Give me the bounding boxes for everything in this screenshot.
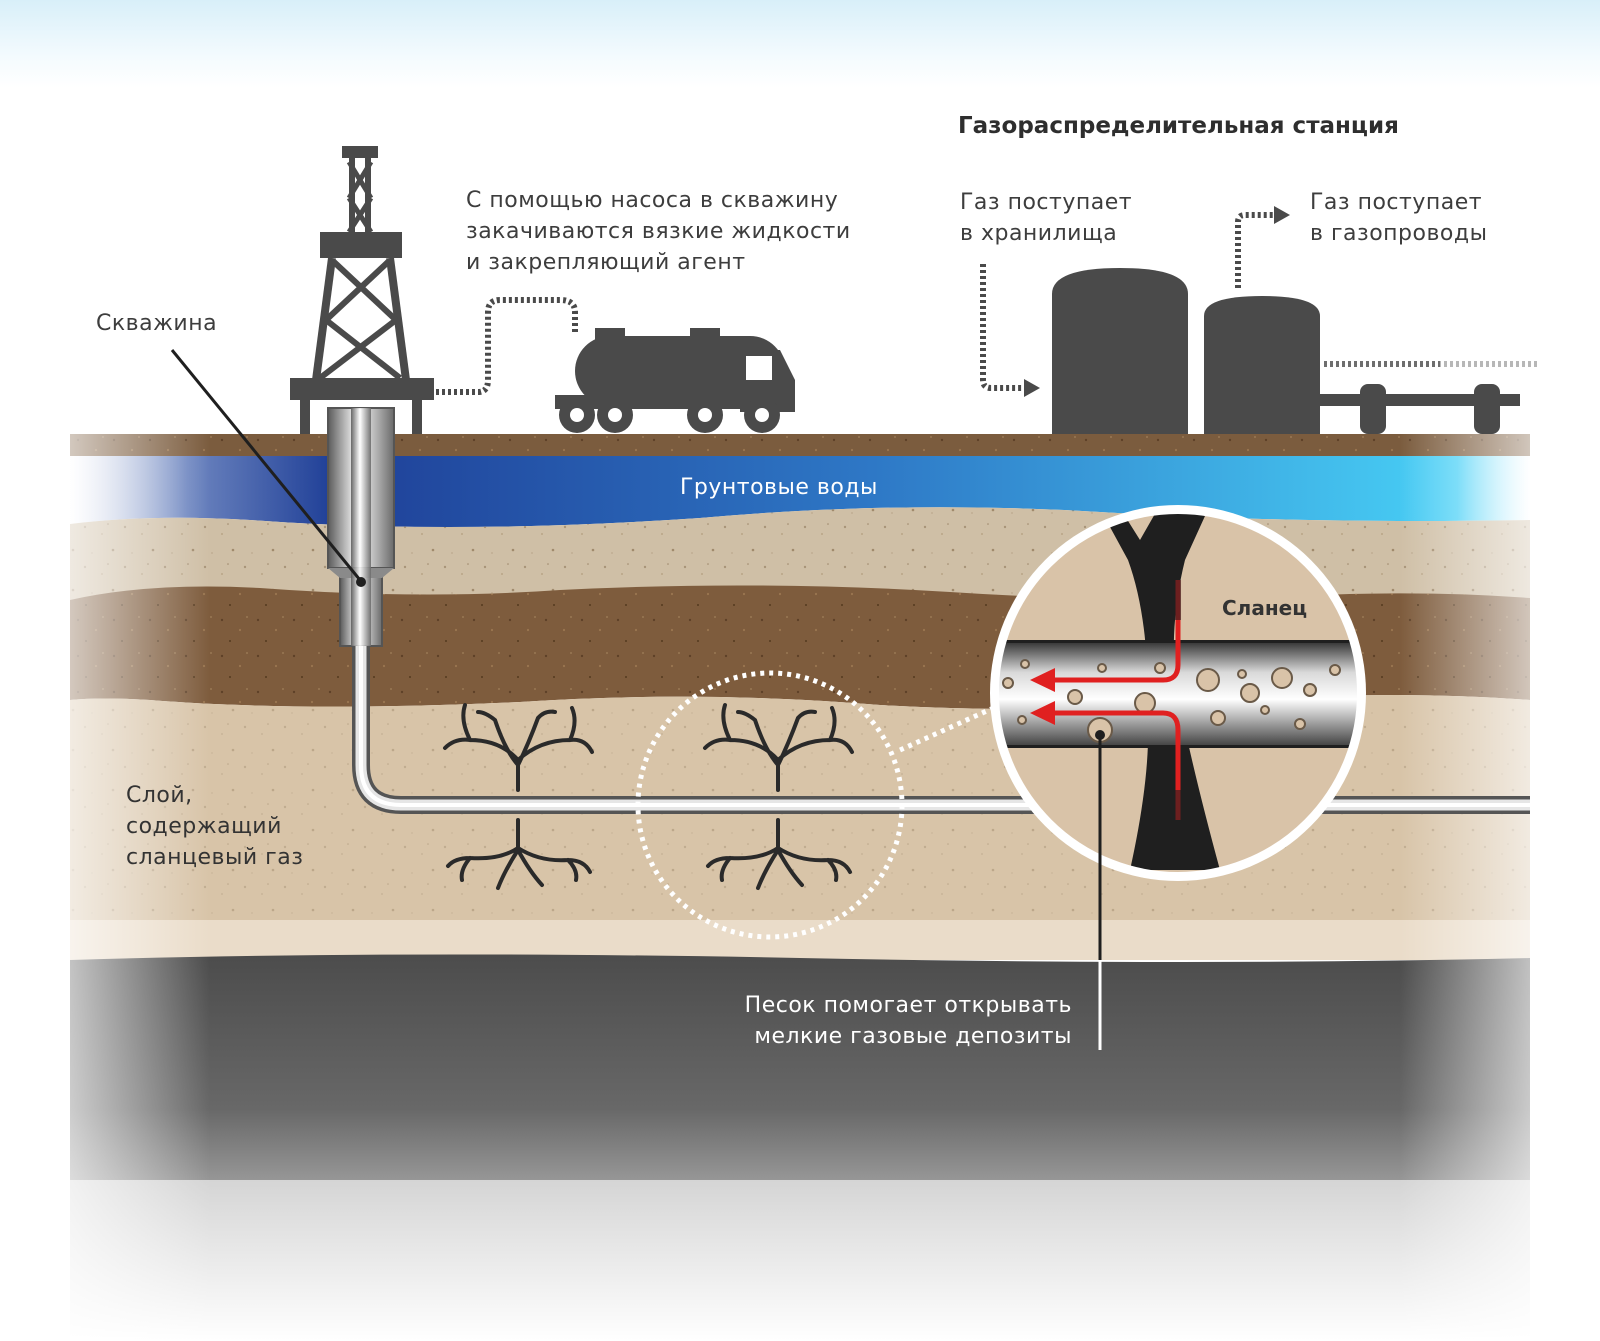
light-sand-band [70, 920, 1530, 960]
tanker-truck-icon [555, 328, 795, 433]
ground-surface [70, 434, 1530, 456]
station-title: Газораспределительная станция [958, 113, 1399, 139]
gas-storage-label: Газ поступает в хранилища [960, 190, 1133, 246]
shale-label: Сланец [1222, 596, 1308, 620]
hose-line [436, 297, 578, 395]
highlight-circle [635, 670, 905, 940]
pipeline-arrow-icon [1235, 212, 1275, 288]
sky-background [0, 0, 1600, 440]
sand-note-label: Песок помогает открывать мелкие газовые … [744, 993, 1072, 1049]
groundwater-label: Грунтовые воды [680, 475, 878, 500]
pump-description: С помощью насоса в скважину закачиваются… [466, 188, 851, 275]
well-casing [327, 407, 395, 647]
well-label: Скважина [96, 311, 218, 336]
storage-tank-icon [1052, 268, 1520, 434]
storage-arrow-icon [980, 264, 1025, 391]
magnifier-icon [990, 505, 1366, 881]
flow-arrow-icon [1030, 580, 1181, 830]
fracture-icon [443, 703, 854, 890]
drilling-rig-icon [290, 146, 434, 434]
gas-pipelines-label: Газ поступает в газопроводы [1310, 190, 1488, 246]
well-leader-line [170, 349, 362, 581]
shale-layer-label: Слой, содержащий сланцевый газ [126, 783, 304, 870]
